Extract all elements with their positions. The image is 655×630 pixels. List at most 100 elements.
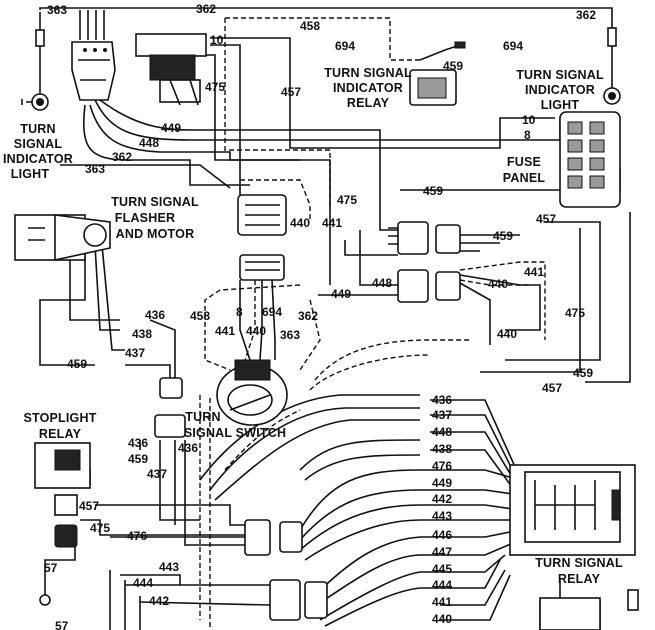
wire-label: 458 (190, 309, 210, 323)
switch-label-1: TURN (185, 410, 221, 424)
relay-wire-label: 476 (432, 459, 452, 473)
wire-label: 449 (331, 287, 351, 301)
wire-label: 438 (132, 327, 152, 341)
wire-label: 444 (133, 576, 153, 590)
right-indicator-bulb-icon (603, 27, 621, 105)
wire-label: 440 (497, 327, 517, 341)
stoplight-relay-label-2: RELAY (39, 427, 82, 441)
flasher-label-3: AND MOTOR (116, 227, 195, 241)
wire-label: 57 (44, 561, 58, 575)
bundle-connector-a-icon (244, 519, 303, 556)
wire-label: 458 (300, 19, 320, 33)
wire-label: 459 (573, 366, 593, 380)
wire-label: 448 (372, 276, 392, 290)
relay-wire-label: 447 (432, 545, 452, 559)
flasher-and-motor-icon (14, 214, 111, 261)
turn-signal-switch-icon (216, 359, 288, 426)
wire-label: 436 (178, 441, 198, 455)
wire-label: 8 (236, 305, 243, 319)
relay-wire-label: 446 (432, 528, 452, 542)
wire-label: 440 (246, 324, 266, 338)
switch-upper-connector-icon (237, 194, 287, 236)
left-harness-connector-icon (71, 41, 116, 101)
wire-label: 475 (205, 80, 225, 94)
wire-label: 694 (262, 305, 282, 319)
wire-label: 459 (128, 452, 148, 466)
wire-label: 694 (335, 39, 355, 53)
relay-wire-label: 440 (432, 612, 452, 626)
left-indicator-bulb-icon (21, 29, 49, 111)
indicator-relay-label-3: RELAY (347, 96, 390, 110)
wire-label: 362 (576, 8, 596, 22)
wire-label: 362 (196, 2, 216, 16)
wire-label: 475 (565, 306, 585, 320)
wire-label: 441 (215, 324, 235, 338)
wire-label: 436 (145, 308, 165, 322)
right-indicator-light-label-3: LIGHT (541, 98, 580, 112)
wire-label: 442 (149, 594, 169, 608)
relay-wire-label: 442 (432, 492, 452, 506)
wire-label: 459 (67, 357, 87, 371)
wire-label: 363 (47, 3, 67, 17)
relay-wire-label: 445 (432, 562, 452, 576)
turn-signal-relay-icon (509, 464, 636, 556)
wire-label: 448 (139, 136, 159, 150)
bottom-right-component-icon (539, 589, 639, 630)
wire-label: 457 (542, 381, 562, 395)
bundle-connector-b-icon (269, 579, 328, 621)
wire-label: 457 (536, 212, 556, 226)
wire-label: 459 (423, 184, 443, 198)
turn-signal-relay-label-1: TURN SIGNAL (535, 556, 623, 570)
wire-label: 362 (112, 150, 132, 164)
wire-number-labels: 363 362 458 694 10 362 694 475 457 459 4… (44, 2, 596, 630)
relay-wire-label: 449 (432, 476, 452, 490)
wire-label: 459 (443, 59, 463, 73)
wire-label: 57 (55, 619, 69, 630)
wire-label: 457 (281, 85, 301, 99)
turn-signal-indicator-relay-icon (409, 41, 466, 106)
switch-label-2: SIGNAL SWITCH (184, 426, 286, 440)
wire-label: 440 (488, 277, 508, 291)
indicator-relay-label-1: TURN SIGNAL (324, 66, 412, 80)
wire-label: 694 (503, 39, 523, 53)
wire-label: 449 (161, 121, 181, 135)
stoplight-relay-label-1: STOPLIGHT (23, 411, 96, 425)
left-indicator-light-label-4: LIGHT (11, 167, 50, 181)
wire-label: 475 (337, 193, 357, 207)
wire-label: 436 (128, 436, 148, 450)
wire-label: 437 (147, 467, 167, 481)
flasher-label-1: TURN SIGNAL (111, 195, 199, 209)
wire-label: 363 (280, 328, 300, 342)
turn-signal-relay-label-2: RELAY (558, 572, 601, 586)
wire-label: 457 (79, 499, 99, 513)
right-indicator-light-label-1: TURN SIGNAL (516, 68, 604, 82)
relay-wire-label: 436 (432, 393, 452, 407)
wire-label: 443 (159, 560, 179, 574)
flasher-lead-connector-icon (154, 377, 186, 438)
fuse-panel-label-2: PANEL (503, 171, 546, 185)
fuse-panel-icon (559, 111, 621, 208)
wire-label: 475 (90, 521, 110, 535)
dashed-wire-harness (199, 17, 546, 630)
flasher-label-2: FLASHER (115, 211, 175, 225)
switch-lower-connector-icon (239, 254, 285, 281)
wire-label: 459 (493, 229, 513, 243)
wire-label: 363 (85, 162, 105, 176)
wire-label: 8 (524, 128, 531, 142)
relay-wire-label: 443 (432, 509, 452, 523)
wire-label: 441 (524, 265, 544, 279)
stoplight-relay-icon (34, 442, 91, 606)
wire-label: 10 (210, 33, 224, 47)
left-indicator-light-label-3: INDICATOR (3, 152, 73, 166)
relay-wire-label: 441 (432, 595, 452, 609)
relay-wire-label: 444 (432, 578, 452, 592)
left-indicator-light-label-2: SIGNAL (14, 137, 63, 151)
relay-wire-label: 448 (432, 425, 452, 439)
wire-label: 476 (127, 529, 147, 543)
relay-wire-label: 438 (432, 442, 452, 456)
relay-wire-label: 437 (432, 408, 452, 422)
right-indicator-light-label-2: INDICATOR (525, 83, 595, 97)
wire-label: 362 (298, 309, 318, 323)
left-indicator-light-label-1: TURN (20, 122, 56, 136)
